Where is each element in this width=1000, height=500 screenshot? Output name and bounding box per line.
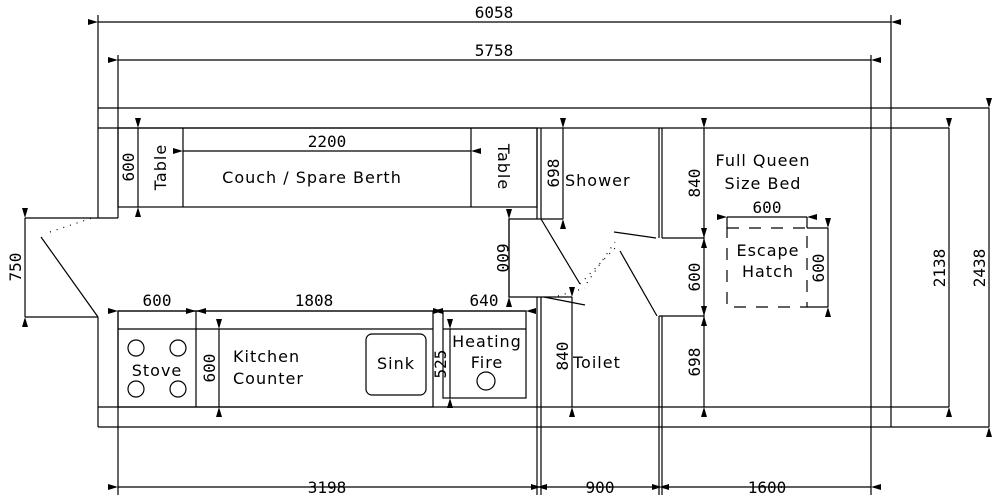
stove-label: Stove <box>132 361 183 380</box>
dimension-lines <box>21 19 992 490</box>
dim-bed-length: 1600 <box>748 478 787 497</box>
dim-couch-length: 2200 <box>308 132 347 151</box>
burner-icon <box>169 380 187 398</box>
heater-label-1: Heating <box>452 332 522 351</box>
dim-overall-length: 6058 <box>475 3 514 22</box>
dim-counter-length: 1808 <box>295 291 334 310</box>
hatch-label-1: Escape <box>736 241 799 260</box>
room-labels: Table Couch / Spare Berth Table Shower F… <box>132 143 810 388</box>
bed-label-2: Size Bed <box>725 174 802 193</box>
toilet-label: Toilet <box>572 353 621 372</box>
dim-overall-width: 2438 <box>970 249 989 288</box>
sink-label: Sink <box>377 354 415 373</box>
dim-hatch-depth: 600 <box>809 254 828 283</box>
heater-label-2: Fire <box>471 353 504 372</box>
dim-stove-width: 600 <box>143 291 172 310</box>
dim-inner-width: 2138 <box>930 249 949 288</box>
counter-label-2: Counter <box>233 369 304 388</box>
dim-toilet-depth: 840 <box>553 342 572 371</box>
sink-basin <box>365 333 427 396</box>
heater-icon <box>476 371 496 391</box>
dim-shower-depth: 698 <box>544 159 563 188</box>
dimension-labels: 6058 5758 2200 600 750 600 1808 640 600 … <box>6 3 989 497</box>
dim-counter-depth: 600 <box>200 354 219 383</box>
dim-bed-door: 600 <box>685 263 704 292</box>
dim-hatch-width: 600 <box>753 198 782 217</box>
dim-heater-width: 640 <box>470 291 499 310</box>
shower-label: Shower <box>565 171 631 190</box>
table-right-label: Table <box>494 143 513 190</box>
dim-table-depth: 600 <box>119 153 138 182</box>
escape-hatch <box>726 227 808 308</box>
dim-inner-length: 5758 <box>475 41 514 60</box>
dim-living-length: 3198 <box>308 478 347 497</box>
dim-heater-depth: 525 <box>431 350 450 379</box>
table-left-label: Table <box>151 144 170 191</box>
bed-label-1: Full Queen <box>715 151 810 170</box>
dim-bath-door: 600 <box>493 244 512 273</box>
furniture <box>117 127 808 408</box>
dim-door-width: 750 <box>6 253 25 282</box>
dim-bed-lower: 698 <box>685 348 704 377</box>
dim-bed-upper: 840 <box>685 169 704 198</box>
burner-icon <box>127 380 145 398</box>
couch-label: Couch / Spare Berth <box>222 168 402 187</box>
burner-icon <box>127 339 145 357</box>
hatch-label-2: Hatch <box>742 262 794 281</box>
dim-bath-length: 900 <box>586 478 615 497</box>
burner-icon <box>169 339 187 357</box>
counter-label-1: Kitchen <box>233 347 300 366</box>
